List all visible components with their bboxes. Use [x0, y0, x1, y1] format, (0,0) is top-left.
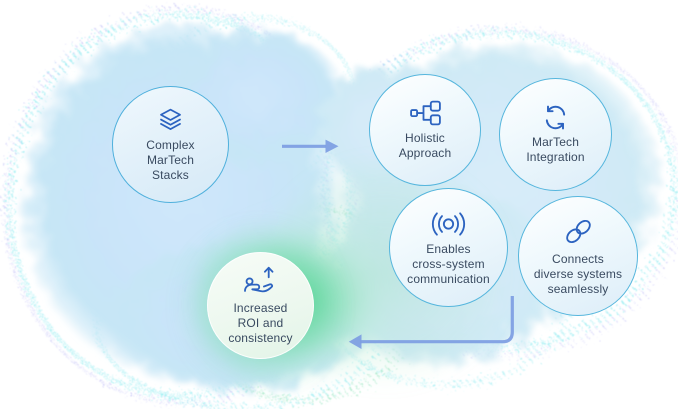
node-label: Enables cross-system communication [407, 241, 490, 286]
arrow-right [282, 139, 339, 153]
node-complex-martech-stacks: Complex MarTech Stacks [112, 86, 229, 203]
node-holistic-approach: Holistic Approach [369, 74, 481, 186]
link-icon [563, 216, 594, 247]
node-label: Connects diverse systems seamlessly [533, 251, 623, 296]
node-label: Increased ROI and consistency [228, 301, 293, 345]
sync-icon [541, 105, 570, 130]
hand-coin-growth-icon [242, 265, 279, 296]
arrow-elbow-left [348, 296, 514, 349]
node-connects-diverse-systems: Connects diverse systems seamlessly [518, 196, 638, 316]
hierarchy-icon [409, 100, 441, 126]
node-enables-cross-system-communication: Enables cross-system communication [389, 188, 508, 307]
node-label: Holistic Approach [398, 130, 452, 160]
broadcast-icon [429, 211, 468, 237]
node-increased-roi: Increased ROI and consistency [207, 252, 314, 359]
node-label: Complex MarTech Stacks [146, 137, 195, 182]
node-label: MarTech Integration [526, 134, 585, 164]
layers-icon [156, 107, 185, 133]
node-martech-integration: MarTech Integration [499, 78, 612, 191]
